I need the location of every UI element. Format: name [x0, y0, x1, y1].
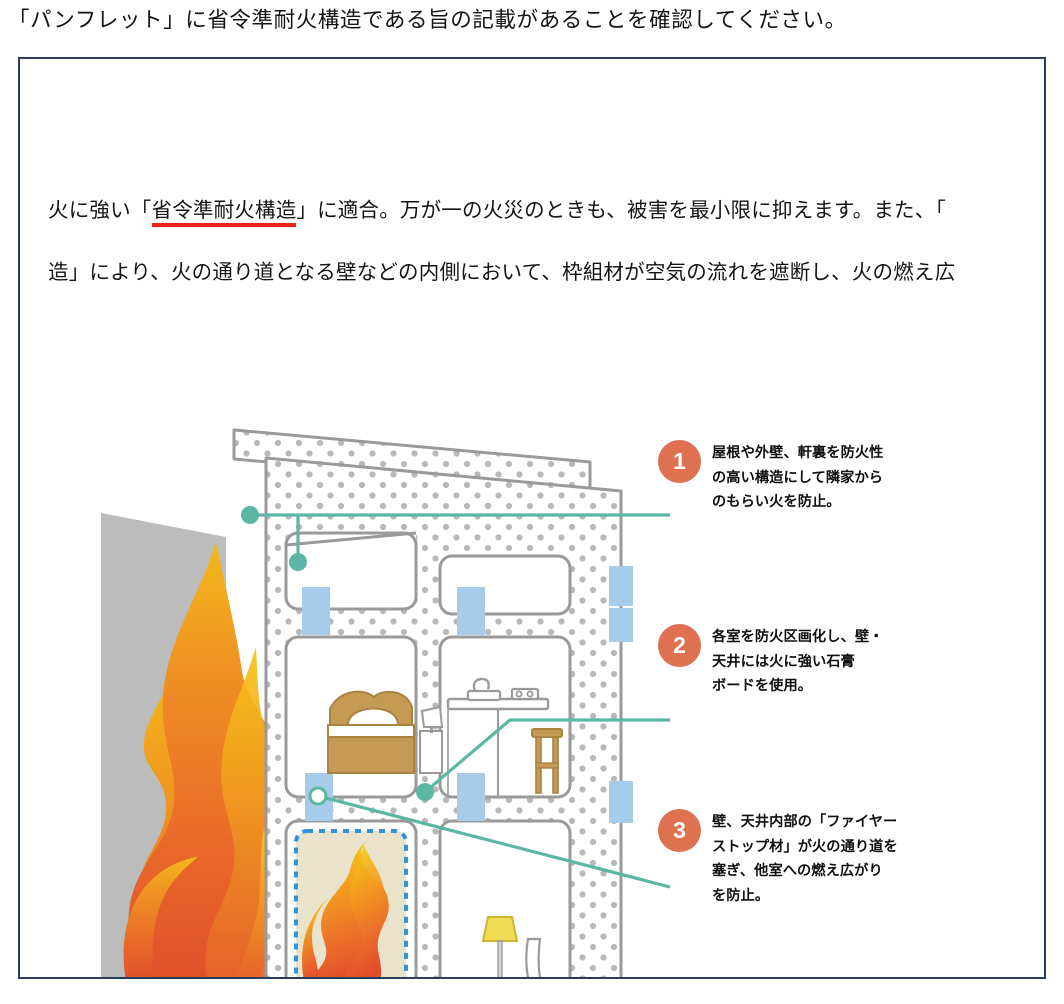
- body-line-1: 火に強い「省令準耐火構造」に適合。万が一の火災のときも、被害を最小限に抑えます。…: [48, 179, 1008, 241]
- study-furniture: [481, 916, 542, 977]
- bed-furniture: [327, 690, 444, 774]
- annotation-2-number: 2: [658, 624, 701, 667]
- house-cross-section: [232, 428, 633, 977]
- body-paragraph: 火に強い「省令準耐火構造」に適合。万が一の火災のときも、被害を最小限に抑えます。…: [48, 179, 1008, 303]
- annotation-2: 2 各室を防火区画化し、壁・ 天井には火に強い石膏 ボードを使用。: [658, 624, 883, 699]
- fire-compartment: [294, 829, 408, 977]
- leader-dot-1a: [241, 506, 259, 524]
- body-line-1-underlined: 省令準耐火構造: [151, 198, 297, 227]
- body-line-2: 造」により、火の通り道となる壁などの内側において、枠組材が空気の流れを遮断し、火…: [48, 260, 956, 284]
- annotation-3-text: 壁、天井内部の「ファイヤー ストップ材」が火の通り道を 塞ぎ、他室への燃え広がり…: [712, 814, 898, 904]
- leader-dot-1b: [289, 553, 307, 571]
- body-line-1-pre: 火に強い「: [48, 198, 152, 222]
- kitchen-furniture: [446, 677, 563, 797]
- annotation-1-number: 1: [658, 440, 701, 483]
- annotation-1-text: 屋根や外壁、軒裏を防火性 の高い構造にして隣家から のもらい火を防止。: [712, 445, 884, 510]
- leader-dot-2: [416, 783, 434, 801]
- page-heading: 「パンフレット」に省令準耐火構造である旨の記載があることを確認してください。: [8, 8, 847, 33]
- body-line-1-post: 」に適合。万が一の火災のときも、被害を最小限に抑えます。また、「: [296, 198, 946, 222]
- annotation-3-number: 3: [658, 809, 701, 852]
- leader-dot-3: [308, 786, 328, 806]
- annotation-3: 3 壁、天井内部の「ファイヤー ストップ材」が火の通り道を 塞ぎ、他室への燃え広…: [658, 809, 898, 908]
- fire-resistance-diagram: [20, 59, 1044, 977]
- leader-lines: [241, 506, 671, 889]
- leader-line-2: [423, 718, 670, 794]
- annotation-1: 1 屋根や外壁、軒裏を防火性 の高い構造にして隣家から のもらい火を防止。: [658, 440, 883, 515]
- leader-line-3: [317, 794, 671, 889]
- annotation-2-text: 各室を防火区画化し、壁・ 天井には火に強い石膏 ボードを使用。: [712, 629, 884, 694]
- content-panel: 火に強い「省令準耐火構造」に適合。万が一の火災のときも、被害を最小限に抑えます。…: [18, 57, 1046, 979]
